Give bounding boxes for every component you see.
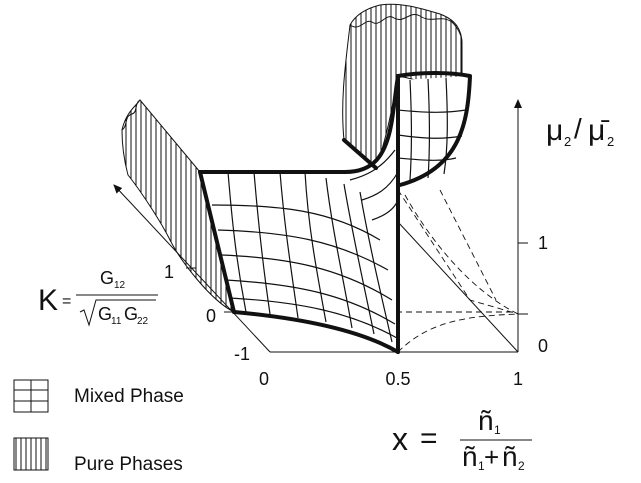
mesh-line [221, 254, 393, 301]
mesh-line [343, 183, 375, 335]
x-den2-sub: 2 [518, 459, 525, 473]
legend-pure-label: Pure Phases [74, 454, 183, 475]
k-tick-label: -1 [234, 344, 250, 364]
mu-bar-symbol: μ̄ [588, 114, 610, 147]
mesh-line [279, 171, 299, 319]
k-symbol: K [38, 284, 58, 317]
boundary-bottom [232, 310, 400, 354]
x-equals: = [420, 422, 438, 455]
x-tick-label: 0 [259, 369, 269, 389]
mesh-line [253, 171, 271, 315]
dashed-guide-2 [397, 313, 519, 353]
k-sqrt-sign [79, 299, 156, 327]
mesh-line [225, 279, 396, 325]
legend: Mixed Phase Pure Phases [13, 379, 184, 475]
mesh-line [229, 297, 398, 339]
boundary-left [198, 170, 236, 314]
k-numerator: G [100, 268, 114, 288]
legend-pure-swatch [13, 437, 49, 471]
k-tick-label: 0 [206, 306, 216, 326]
mesh-line [427, 78, 431, 179]
pure-phase-regions [121, 3, 463, 313]
dashed-guide-4 [439, 189, 497, 301]
pure-phase-top-edge [349, 14, 463, 45]
boundary-top-right [396, 71, 472, 187]
mesh-line [227, 171, 247, 313]
x-axis-label: x = ñ 1 ñ 1 + ñ 2 [392, 405, 532, 473]
mesh-line [359, 191, 393, 343]
k-axis-label: K = G 12 G 11 G 22 [38, 268, 158, 327]
mesh-line [349, 149, 396, 181]
mu-tick-label: 1 [538, 233, 548, 253]
mesh-line [217, 229, 389, 271]
mesh-line [211, 204, 381, 241]
k-denom-sub1: 11 [111, 316, 122, 327]
mu-bar-sub: 2 [607, 134, 614, 149]
x-den2: ñ [502, 441, 518, 472]
k-tick-label: 1 [164, 262, 174, 282]
x-num: ñ [478, 405, 494, 436]
mesh-line [361, 171, 399, 201]
mu-symbol: μ [546, 114, 563, 147]
x-plus: + [484, 442, 499, 472]
x-tick-label: 0.5 [385, 369, 410, 389]
dashed-guide-3 [397, 189, 519, 315]
boundary-funnel [343, 74, 400, 174]
legend-mixed-swatch [13, 379, 49, 413]
mixed-phase-surface [200, 76, 470, 352]
mesh-line [443, 77, 448, 175]
phase-boundaries [198, 71, 472, 354]
mu-slash: / [574, 113, 582, 144]
mesh-line [325, 177, 353, 329]
legend-mixed-label: Mixed Phase [74, 386, 184, 407]
k-equals: = [62, 293, 71, 310]
mu-axis-label: μ 2 / μ̄ 2 [546, 113, 614, 149]
x-tick-label: 1 [513, 369, 523, 389]
mesh-line [397, 109, 467, 113]
mesh-line [409, 79, 413, 181]
boundary-hatch-edge [342, 138, 378, 170]
x-den1-sub: 1 [478, 459, 485, 473]
x-den1: ñ [462, 441, 478, 472]
diagonal-guide [397, 221, 519, 353]
dashed-guide-5 [404, 194, 519, 315]
mu-sub: 2 [564, 134, 571, 149]
x-symbol: x [392, 421, 408, 457]
k-denom-g2: G [124, 304, 138, 324]
k-numerator-sub: 12 [114, 280, 126, 291]
mu-tick-label: 0 [538, 336, 548, 356]
mesh-line [304, 171, 327, 323]
tick-labels: 1 0 -1 0 0.5 1 1 0 [164, 233, 548, 389]
pure-phase-left-edge [121, 99, 141, 131]
x-num-sub: 1 [494, 423, 501, 437]
k-denom-g1: G [98, 304, 112, 324]
k-denom-sub2: 22 [137, 316, 149, 327]
